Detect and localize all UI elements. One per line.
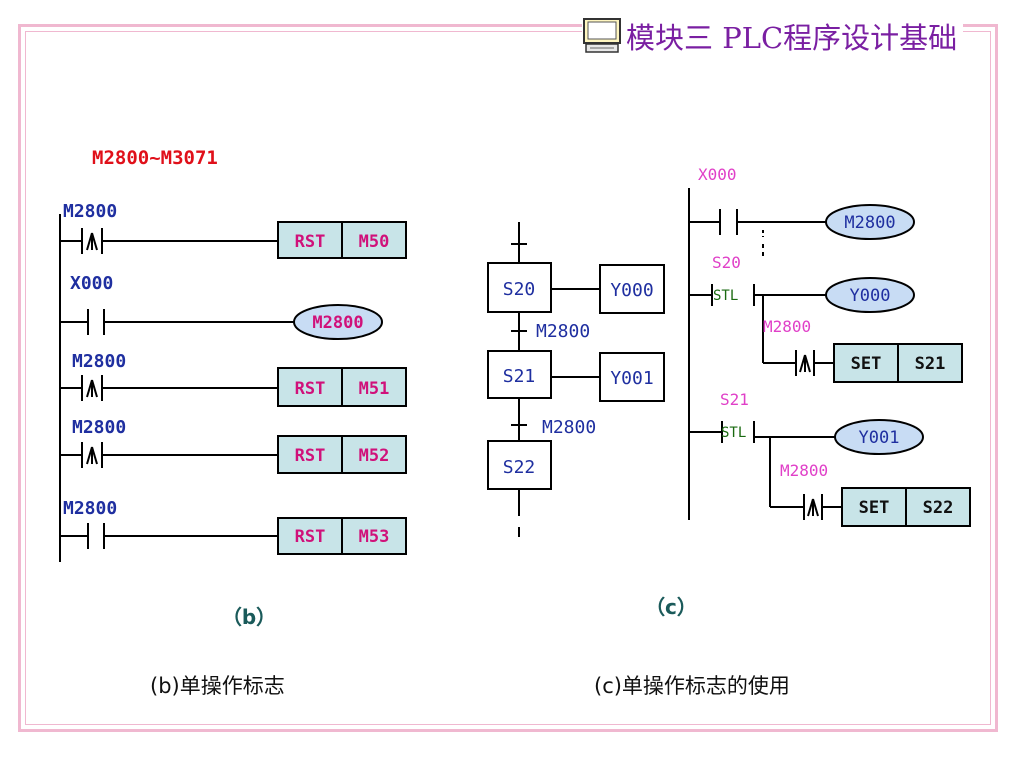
rung3-contact-label: M2800 <box>72 351 126 372</box>
m2800-coil-label: M2800 <box>844 213 895 233</box>
set-instr: SET <box>859 498 890 518</box>
sfc-transition-label: M2800 <box>542 417 596 438</box>
m-range-label: M2800~M3071 <box>92 147 218 169</box>
sfc-step-s20 <box>487 262 552 313</box>
panel-c-label: （c） <box>645 595 697 619</box>
rung2-contact-label: X000 <box>70 273 113 294</box>
rst-instr: RST <box>295 446 326 466</box>
caption-b: (b)单操作标志 <box>150 674 285 698</box>
rst-operand: M51 <box>359 379 390 399</box>
slide-title: 模块三 PLC程序设计基础 <box>626 21 958 55</box>
rst-operand: M52 <box>359 446 390 466</box>
set-operand: S21 <box>915 354 946 374</box>
rst-operand: M50 <box>359 232 390 252</box>
set-operand: S22 <box>923 498 954 518</box>
sfc-step-s22 <box>487 440 552 490</box>
sfc-step-label: S22 <box>503 457 536 478</box>
y001-coil <box>834 419 924 455</box>
coil-label: M2800 <box>312 313 363 333</box>
rst-instr: RST <box>295 232 326 252</box>
y000-coil-label: Y000 <box>850 286 891 306</box>
rst-instr: RST <box>295 527 326 547</box>
sfc-output-label: Y001 <box>610 368 653 389</box>
sfc-step-label: S20 <box>503 279 536 300</box>
rung5-contact-label: M2800 <box>63 498 117 519</box>
set-instr: SET <box>851 354 882 374</box>
s21-label: S21 <box>720 390 749 409</box>
slide-header: 模块三 PLC程序设计基础 <box>582 14 964 58</box>
trigger-label: M2800 <box>780 461 828 480</box>
slide-frame <box>18 24 998 732</box>
sfc-step-label: S21 <box>503 366 536 387</box>
stl-label: STL <box>721 425 746 441</box>
caption-c: (c)单操作标志的使用 <box>594 674 790 698</box>
stl-label: STL <box>713 288 738 304</box>
sfc-output-label: Y000 <box>610 280 653 301</box>
computer-monitor-icon <box>583 18 621 53</box>
rst-operand: M53 <box>359 527 390 547</box>
rst-instr: RST <box>295 379 326 399</box>
sfc-output-y001 <box>599 352 665 402</box>
y000-coil <box>825 277 915 313</box>
s20-label: S20 <box>712 253 741 272</box>
trigger-label: M2800 <box>763 317 811 336</box>
sfc-output-y000 <box>599 264 665 314</box>
panel-b-label: （b） <box>222 605 276 629</box>
x000-label: X000 <box>698 165 737 184</box>
rung4-contact-label: M2800 <box>72 417 126 438</box>
rung1-contact-label: M2800 <box>63 201 117 222</box>
sfc-transition-label: M2800 <box>536 321 590 342</box>
m2800-coil-b <box>293 304 383 340</box>
m2800-coil-c <box>825 204 915 240</box>
sfc-step-s21 <box>487 350 552 399</box>
y001-coil-label: Y001 <box>859 428 900 448</box>
